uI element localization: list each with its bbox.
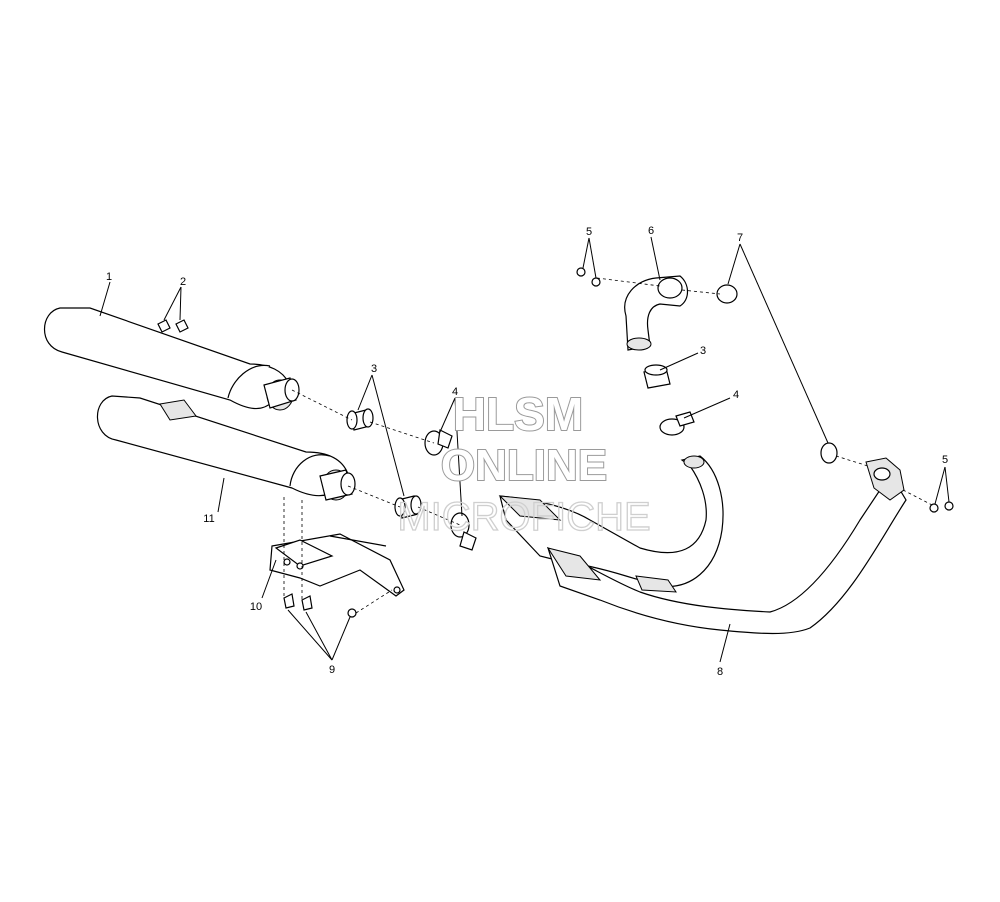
callout-8: 8	[717, 666, 723, 678]
leader-lines	[99, 236, 950, 663]
sleeve-right	[643, 364, 671, 389]
callout-labels: 1 2 3 4 5 6 7 3 4 5 11 10 9 8	[106, 225, 948, 678]
callout-5-lower: 5	[942, 454, 948, 466]
studs-2	[157, 319, 189, 333]
callout-1: 1	[106, 271, 112, 283]
sleeve-left-lower	[394, 495, 422, 519]
callout-7: 7	[737, 232, 743, 244]
upper-muffler	[44, 307, 300, 411]
callout-9: 9	[329, 664, 335, 676]
header-pipe	[498, 455, 907, 635]
elbow-pipe	[624, 275, 689, 351]
watermark-line1: HLSM	[453, 388, 583, 440]
gasket-lower	[820, 442, 838, 464]
callout-4-right: 4	[733, 389, 739, 401]
watermark-line2: ONLINE	[441, 441, 607, 490]
sleeve-left-upper	[346, 408, 374, 431]
callout-4-left: 4	[452, 386, 458, 398]
callout-3-left: 3	[371, 363, 377, 375]
watermark-line3: MICROFICHE	[397, 495, 650, 539]
callout-6: 6	[648, 225, 654, 237]
mounting-bracket	[269, 533, 405, 597]
watermark: HLSM ONLINE MICROFICHE	[397, 387, 652, 540]
lower-muffler	[96, 395, 356, 501]
nuts-5-upper	[576, 267, 601, 287]
nuts-5-lower	[929, 501, 954, 513]
callout-10: 10	[250, 601, 262, 613]
callout-2: 2	[180, 276, 186, 288]
gasket-upper	[716, 284, 738, 304]
callout-5-upper: 5	[586, 226, 592, 238]
clamp-left-lower	[450, 512, 477, 551]
alignment-lines	[283, 277, 935, 614]
callout-3-right: 3	[700, 345, 706, 357]
fasteners-9	[283, 593, 357, 618]
callout-11: 11	[203, 513, 214, 525]
